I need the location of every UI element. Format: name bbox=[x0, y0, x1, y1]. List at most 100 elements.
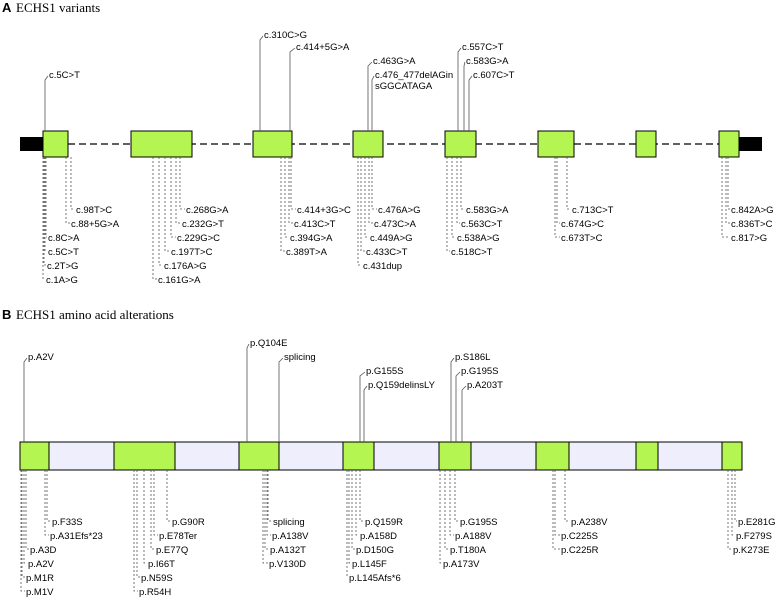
variant-leader-line bbox=[554, 157, 560, 238]
alteration-label: p.G195S bbox=[461, 366, 499, 377]
alteration-leader-line bbox=[734, 470, 737, 522]
alteration-leader-line bbox=[20, 470, 25, 592]
variant-label: c.413C>T bbox=[294, 219, 336, 230]
variant-leader-line bbox=[70, 157, 75, 210]
variant-leader-line bbox=[367, 61, 373, 131]
variant-leader-line bbox=[43, 157, 46, 266]
exon-5 bbox=[444, 130, 477, 158]
variant-label: c.463G>A bbox=[373, 56, 416, 67]
alteration-label: p.G90R bbox=[172, 517, 205, 528]
variant-label: c.310C>G bbox=[264, 30, 307, 41]
alteration-label: p.A3D bbox=[30, 545, 57, 556]
alteration-leader-line bbox=[444, 470, 449, 550]
alteration-leader-line bbox=[359, 470, 364, 522]
exon-1 bbox=[42, 130, 69, 158]
variant-label: c.583G>A bbox=[466, 205, 509, 216]
alteration-leader-line bbox=[264, 470, 269, 550]
variant-label: c.518C>T bbox=[451, 247, 493, 258]
variant-label: c.229G>C bbox=[177, 233, 220, 244]
variant-leader-line bbox=[158, 157, 163, 266]
protein-exon-1 bbox=[19, 441, 50, 471]
variant-leader-line bbox=[289, 47, 296, 131]
variant-label: c.449A>G bbox=[370, 233, 413, 244]
exon-2 bbox=[130, 130, 193, 158]
alteration-leader-line bbox=[552, 470, 560, 550]
alteration-label: p.E77Q bbox=[156, 545, 188, 556]
protein-exon-3 bbox=[238, 441, 280, 471]
protein-exon-4 bbox=[342, 441, 375, 471]
alteration-leader-line bbox=[266, 470, 271, 536]
variant-leader-line bbox=[721, 157, 730, 238]
alteration-leader-line bbox=[46, 470, 51, 522]
alteration-leader-line bbox=[136, 470, 140, 578]
alteration-label: p.Q159R bbox=[365, 517, 403, 528]
protein-exon-8 bbox=[721, 441, 743, 471]
alteration-label: p.I66T bbox=[148, 559, 175, 570]
alteration-label: splicing bbox=[284, 352, 316, 363]
alteration-leader-line bbox=[439, 470, 442, 564]
variant-label: c.1A>G bbox=[46, 275, 78, 286]
variant-label: c.842A>G bbox=[731, 205, 774, 216]
alteration-label: p.T180A bbox=[450, 545, 487, 556]
variant-leader-line bbox=[460, 157, 465, 210]
panel-a-gene-structure bbox=[20, 130, 762, 158]
variant-label: c.431dup bbox=[363, 261, 402, 272]
exon-8 bbox=[718, 130, 740, 158]
variant-leader-line bbox=[364, 157, 369, 238]
alteration-leader-line bbox=[731, 470, 735, 536]
alteration-label: p.G155S bbox=[366, 366, 404, 377]
alteration-leader-line bbox=[143, 470, 147, 564]
variant-label: c.2T>G bbox=[47, 261, 78, 272]
variant-label: c.232G>T bbox=[182, 219, 224, 230]
alteration-label: p.M1V bbox=[26, 587, 54, 598]
alteration-label: p.A203T bbox=[467, 380, 503, 391]
panel-b-title: ECHS1 amino acid alterations bbox=[16, 307, 174, 322]
variant-label: c.8C>A bbox=[48, 233, 80, 244]
variant-label: c.673T>C bbox=[561, 233, 603, 244]
alteration-label: p.L145F bbox=[352, 559, 387, 570]
alteration-label: p.C225S bbox=[561, 531, 598, 542]
variant-leader-line bbox=[42, 157, 45, 280]
alteration-leader-line bbox=[23, 470, 27, 564]
alteration-leader-line bbox=[449, 470, 454, 536]
variant-label: c.197T>C bbox=[171, 247, 213, 258]
variant-label: c.836T>C bbox=[731, 219, 773, 230]
variant-label: c.476A>G bbox=[378, 205, 421, 216]
variant-leader-line bbox=[566, 157, 571, 210]
variant-label: c.817>G bbox=[731, 233, 767, 244]
alteration-leader-line bbox=[450, 357, 455, 442]
alteration-leader-line bbox=[454, 470, 459, 522]
variant-label: sGGCATAGA bbox=[375, 81, 433, 92]
alteration-label: p.D150G bbox=[356, 545, 394, 556]
variant-leader-line bbox=[45, 157, 47, 238]
panel-b-letter: B bbox=[2, 307, 11, 322]
utr-5prime bbox=[20, 137, 44, 151]
protein-exon-5 bbox=[438, 441, 472, 471]
variant-label: c.5C>T bbox=[49, 70, 80, 81]
alteration-leader-line bbox=[150, 470, 155, 550]
alteration-label: p.A158D bbox=[360, 531, 397, 542]
variant-leader-line bbox=[44, 75, 49, 131]
variant-label: c.674G>C bbox=[561, 219, 604, 230]
alteration-label: p.E78Ter bbox=[159, 531, 197, 542]
alteration-label: p.R54H bbox=[139, 587, 171, 598]
variant-leader-line bbox=[288, 157, 293, 224]
variant-leader-line bbox=[371, 75, 375, 131]
alteration-label: p.F279S bbox=[736, 531, 772, 542]
alteration-leader-line bbox=[25, 470, 29, 550]
variant-leader-line bbox=[65, 157, 70, 224]
panel-a-letter: A bbox=[2, 0, 12, 15]
variant-leader-line bbox=[727, 157, 730, 210]
variant-label: c.563C>T bbox=[461, 219, 503, 230]
variant-label: c.268G>A bbox=[186, 205, 229, 216]
variant-leader-line bbox=[44, 157, 47, 252]
variant-leader-line bbox=[368, 157, 373, 224]
variant-leader-line bbox=[170, 157, 176, 238]
alteration-label: p.S186L bbox=[455, 352, 490, 363]
alteration-leader-line bbox=[246, 343, 250, 442]
variant-leader-line bbox=[290, 157, 296, 210]
alteration-label: p.K273E bbox=[733, 545, 769, 556]
alteration-leader-line bbox=[363, 385, 368, 442]
variant-label: c.98T>C bbox=[76, 205, 112, 216]
